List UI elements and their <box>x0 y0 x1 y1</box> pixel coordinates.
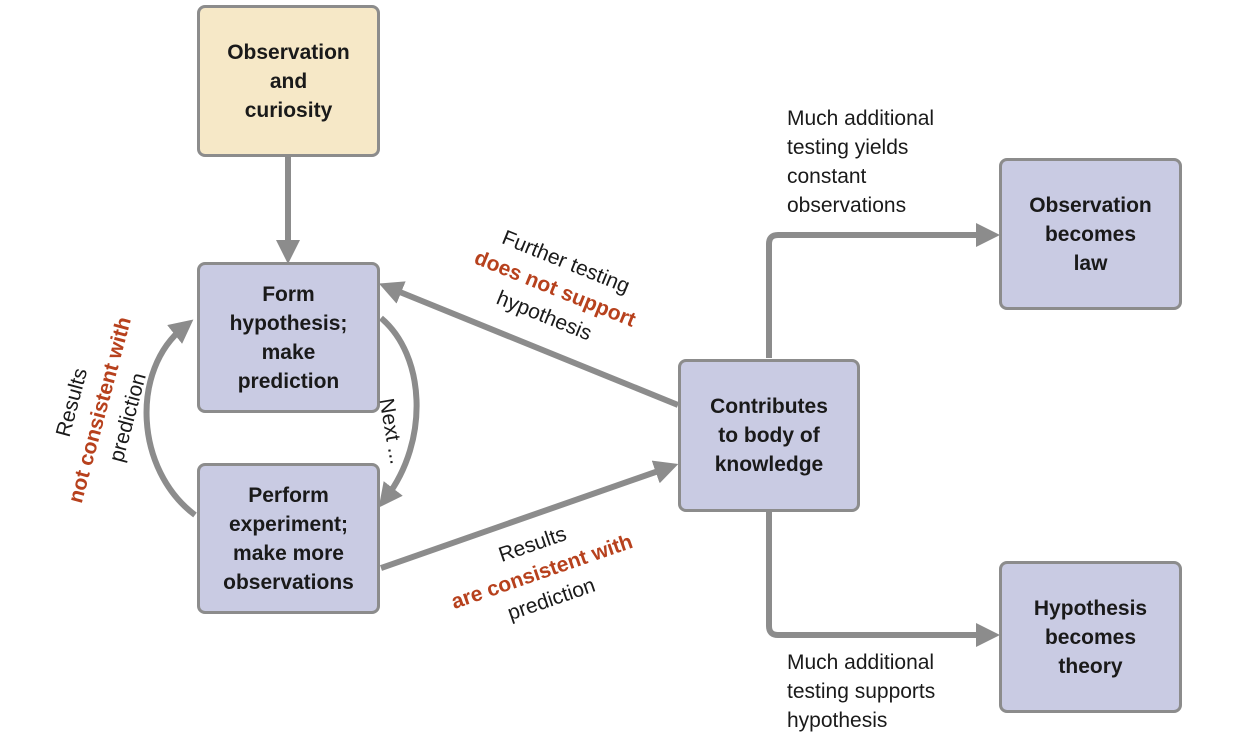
law-path-line: observations <box>787 194 907 217</box>
box-text-line: Observation <box>227 40 350 64</box>
arrow-experiment-to-knowledge <box>380 460 679 571</box>
perform-experiment-box: Perform experiment; make more observatio… <box>197 463 380 614</box>
arrow-knowledge-to-hypothesis <box>378 281 680 408</box>
box-text-line: Contributes <box>710 395 828 418</box>
arrow-not-consistent-loop <box>143 319 197 518</box>
box-text-line: law <box>1073 251 1108 275</box>
box-text-line: theory <box>1058 654 1123 678</box>
box-text-line: Observation <box>1029 193 1152 217</box>
form-hypothesis-box: Form hypothesis; make prediction <box>197 262 380 413</box>
box-text-line: hypothesis; <box>229 311 348 335</box>
box-text-line: and <box>269 69 308 93</box>
law-path-label: Much additional testing yields constant … <box>787 104 934 220</box>
box-text-line: make <box>261 340 316 364</box>
box-text-line: Perform <box>248 483 329 507</box>
law-path-line: constant <box>787 165 867 188</box>
arrow-knowledge-to-law <box>766 223 1000 358</box>
box-text-line: to body of <box>718 424 820 447</box>
law-path-line: Much additional <box>787 107 935 130</box>
box-text-line: Form <box>262 282 315 306</box>
box-text-line: observations <box>223 570 354 594</box>
theory-path-line: hypothesis <box>787 709 888 732</box>
law-path-line: testing yields <box>787 136 909 159</box>
box-text-line: becomes <box>1044 222 1137 246</box>
theory-path-label: Much additional testing supports hypothe… <box>787 648 935 735</box>
arrow-next-loop <box>378 315 420 508</box>
hypothesis-becomes-theory-box: Hypothesis becomes theory <box>999 561 1182 713</box>
arrow-knowledge-to-theory <box>766 512 1000 647</box>
box-text-line: curiosity <box>244 98 333 122</box>
box-text-line: becomes <box>1044 625 1137 649</box>
box-text-line: make more <box>233 541 344 565</box>
theory-path-line: Much additional <box>787 651 935 674</box>
observation-curiosity-box: Observation and curiosity <box>197 5 380 157</box>
box-text-line: Hypothesis <box>1033 596 1148 620</box>
box-text-line: experiment; <box>228 512 349 536</box>
observation-becomes-law-box: Observation becomes law <box>999 158 1182 310</box>
box-text-line: prediction <box>237 369 340 393</box>
box-text-line: knowledge <box>714 453 824 476</box>
body-of-knowledge-box: Contributes to body of knowledge <box>678 359 860 512</box>
theory-path-line: testing supports <box>787 680 936 703</box>
